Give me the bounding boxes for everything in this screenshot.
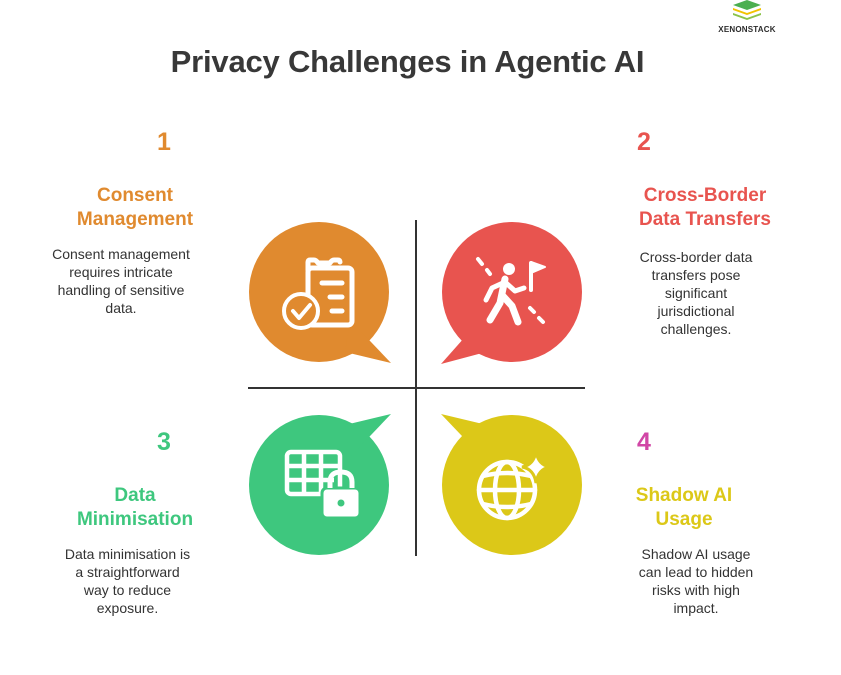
description-line: Shadow AI usage xyxy=(641,546,751,562)
layers-logo-icon xyxy=(733,0,761,20)
description-line: risks with high xyxy=(652,582,740,598)
description-line: way to reduce xyxy=(83,582,172,598)
description-line: can lead to hidden xyxy=(638,564,754,580)
item-heading-shadow-ai: Shadow AI Usage xyxy=(622,484,746,532)
item-number-1: 1 xyxy=(157,128,171,156)
heading-line: Data xyxy=(114,485,156,506)
description-line: transfers pose xyxy=(651,267,741,283)
item-heading-consent: Consent Management xyxy=(55,184,215,232)
heading-line: Data Transfers xyxy=(638,209,771,230)
description-line: Data minimisation is xyxy=(64,546,191,562)
item-number-4: 4 xyxy=(637,428,651,456)
description-line: jurisdictional xyxy=(657,303,735,319)
item-heading-data-minimisation: Data Minimisation xyxy=(55,484,215,532)
item-description-shadow-ai: Shadow AI usage can lead to hidden risks… xyxy=(624,545,768,617)
item-heading-cross-border: Cross-Border Data Transfers xyxy=(620,184,790,232)
item-number-3: 3 xyxy=(157,428,171,456)
heading-line: Minimisation xyxy=(76,509,194,530)
heading-line: Consent xyxy=(97,185,173,206)
bubble-cross-border xyxy=(441,222,582,364)
description-line: handling of sensitive xyxy=(57,282,185,298)
description-line: significant xyxy=(664,285,728,301)
description-line: Cross-border data xyxy=(639,249,753,265)
description-line: requires intricate xyxy=(69,264,173,280)
item-number-2: 2 xyxy=(637,128,651,156)
bubble-shadow-ai xyxy=(441,414,582,555)
item-description-consent: Consent management requires intricate ha… xyxy=(30,245,212,317)
heading-line: Management xyxy=(76,209,194,230)
description-line: Consent management xyxy=(52,246,190,262)
xenonstack-logo: XENONSTACK xyxy=(712,0,782,34)
heading-line: Cross-Border xyxy=(643,185,767,206)
globe-sparkle-icon xyxy=(476,450,551,521)
bubble-consent-management xyxy=(249,222,391,363)
heading-line: Usage xyxy=(655,509,713,530)
clipboard-check-icon xyxy=(282,257,355,330)
item-description-cross-border: Cross-border data transfers pose signifi… xyxy=(620,248,772,338)
description-line: impact. xyxy=(673,600,719,616)
page-title: Privacy Challenges in Agentic AI xyxy=(170,44,645,79)
hiker-flag-icon xyxy=(476,257,546,326)
brand-name: XENONSTACK xyxy=(718,25,776,34)
table-lock-icon xyxy=(284,449,362,520)
description-line: challenges. xyxy=(660,321,732,337)
description-line: a straightforward xyxy=(75,564,180,580)
item-description-data-minimisation: Data minimisation is a straightforward w… xyxy=(45,545,210,617)
description-line: exposure. xyxy=(96,600,159,616)
description-line: data. xyxy=(105,300,137,316)
heading-line: Shadow AI xyxy=(635,485,733,506)
